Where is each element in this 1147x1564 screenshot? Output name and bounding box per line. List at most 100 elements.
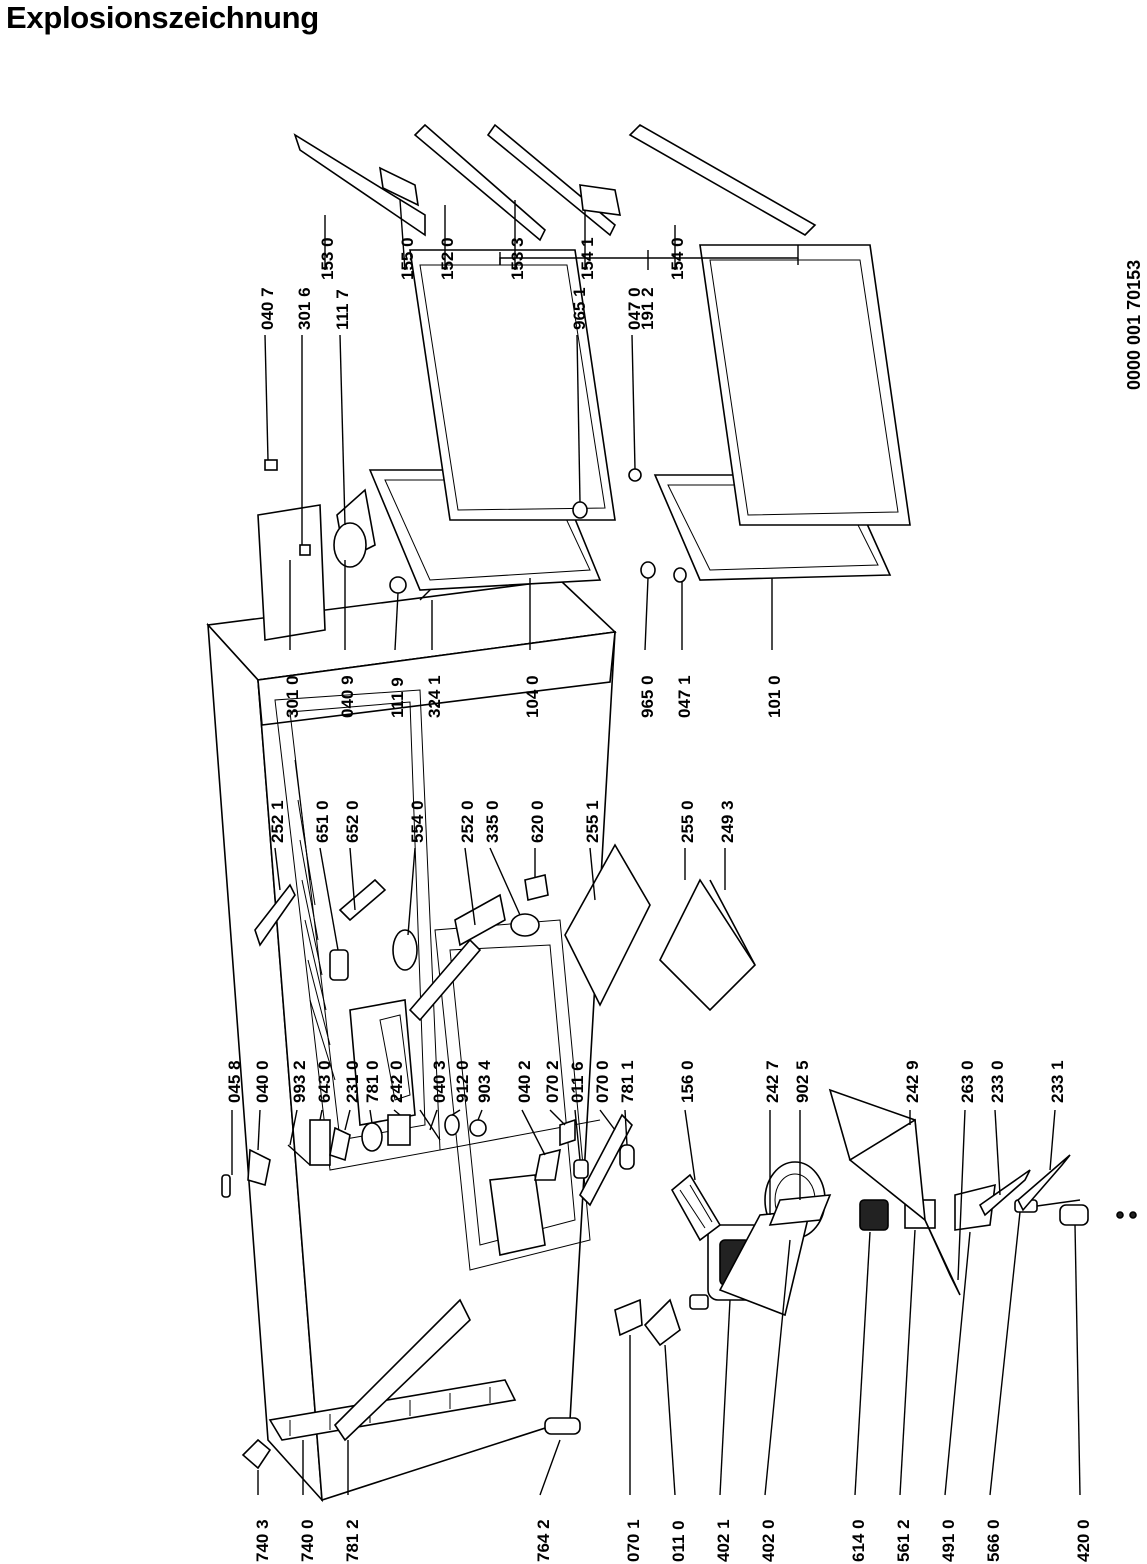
callout-9650: 965 0 — [638, 577, 657, 718]
callout-2330: 233 0 — [988, 1060, 1007, 1196]
callout-1550: 155 0 — [398, 199, 417, 280]
callout-label: 402 0 — [759, 1519, 778, 1562]
callout-9034: 903 4 — [475, 1060, 494, 1121]
leader-line — [764, 1239, 791, 1496]
callout-4200: 420 0 — [1074, 1224, 1093, 1562]
callout-label: 040 2 — [515, 1060, 534, 1103]
leader-line — [339, 334, 346, 526]
leader-line — [289, 1109, 298, 1146]
callout-1119: 111 9 — [388, 592, 407, 718]
callout-label: 111 7 — [333, 289, 352, 330]
callout-label: 301 0 — [283, 675, 302, 718]
callout-label: 040 7 — [258, 287, 277, 330]
leader-line — [393, 1109, 401, 1116]
callout-3016: 301 6 — [295, 287, 314, 545]
callout-4910: 491 0 — [939, 1231, 971, 1562]
callout-label: 420 0 — [1074, 1519, 1093, 1562]
callout-0701: 070 1 — [624, 1335, 643, 1562]
callout-label: 912 0 — [453, 1060, 472, 1103]
callout-label: 301 6 — [295, 287, 314, 330]
callout-7642: 764 2 — [534, 1439, 561, 1562]
callout-1912: 191 2 — [638, 250, 657, 330]
callout-9932: 993 2 — [289, 1060, 309, 1146]
leader-line — [899, 1229, 916, 1496]
leader-line — [574, 1109, 581, 1161]
callout-label: 965 0 — [638, 675, 657, 718]
callout-label: 740 3 — [253, 1519, 272, 1562]
callout-label: 153 3 — [508, 237, 527, 280]
callout-label: 781 0 — [363, 1060, 382, 1103]
callout-5540: 554 0 — [407, 800, 427, 936]
leader-line — [399, 199, 406, 271]
callout-label: 154 0 — [668, 237, 687, 280]
callout-label: 111 9 — [388, 677, 407, 718]
callout-label: 233 1 — [1048, 1060, 1067, 1103]
callout-0403: 040 3 — [429, 1060, 449, 1131]
callout-7400: 740 0 — [298, 1440, 317, 1562]
callout-6140: 614 0 — [849, 1231, 871, 1562]
leader-line — [589, 847, 596, 901]
callout-label: 764 2 — [534, 1519, 553, 1562]
callout-7811: 781 1 — [618, 1060, 637, 1146]
callout-label: 101 0 — [765, 675, 784, 718]
callout-label: 324 1 — [425, 675, 444, 718]
callout-7812: 781 2 — [343, 1440, 362, 1562]
leader-line — [394, 592, 399, 651]
leader-line — [664, 1344, 676, 1496]
callout-9120: 912 0 — [451, 1060, 472, 1116]
callout-2550: 255 0 — [678, 800, 697, 880]
callout-6520: 652 0 — [343, 800, 362, 911]
callout-2521: 252 1 — [268, 800, 287, 891]
callout-label: 740 0 — [298, 1519, 317, 1562]
callout-0409: 040 9 — [338, 560, 357, 718]
leader-line — [521, 1109, 546, 1156]
callout-label: 070 0 — [593, 1060, 612, 1103]
leader-line — [989, 1211, 1021, 1496]
callout-7403: 740 3 — [253, 1470, 272, 1562]
callout-label: 566 0 — [984, 1519, 1003, 1562]
leader-line — [854, 1231, 871, 1496]
leader-line — [257, 1109, 261, 1151]
leader-line — [994, 1109, 1001, 1196]
callout-label: 643 0 — [315, 1060, 334, 1103]
leader-line — [684, 1109, 696, 1181]
callout-label: 902 5 — [793, 1060, 812, 1103]
callout-label: 965 1 — [570, 287, 589, 330]
leader-line — [624, 1109, 628, 1146]
callout-label: 252 0 — [458, 800, 477, 843]
callout-3241: 324 1 — [425, 600, 444, 718]
callout-label: 104 0 — [523, 675, 542, 718]
callout-0700: 070 0 — [593, 1060, 616, 1131]
leader-line — [1074, 1224, 1081, 1496]
leader-line — [464, 847, 476, 926]
callout-label: 070 1 — [624, 1519, 643, 1562]
callout-label: 781 1 — [618, 1060, 637, 1103]
callout-label: 651 0 — [313, 800, 332, 843]
callout-label: 993 2 — [290, 1060, 309, 1103]
callout-6200: 620 0 — [528, 800, 547, 878]
callout-2429: 242 9 — [903, 1060, 922, 1125]
callout-1010: 101 0 — [765, 578, 784, 718]
callout-0702: 070 2 — [543, 1060, 566, 1126]
leader-line — [451, 1109, 461, 1116]
callout-9025: 902 5 — [793, 1060, 812, 1200]
callout-2520: 252 0 — [458, 800, 477, 926]
callout-label: 040 3 — [430, 1060, 449, 1103]
leader-line — [549, 1109, 566, 1126]
callout-label: 561 2 — [894, 1519, 913, 1562]
callout-2493: 249 3 — [718, 800, 737, 890]
callout-label: 231 0 — [343, 1060, 362, 1103]
middle-parts — [221, 1109, 722, 1242]
callout-6430: 643 0 — [315, 1060, 334, 1121]
leader-line — [319, 847, 339, 951]
callout-label: 335 0 — [483, 800, 502, 843]
callout-0116: 011 6 — [568, 1061, 587, 1161]
callout-label: 242 9 — [903, 1060, 922, 1103]
callout-0400: 040 0 — [253, 1060, 272, 1151]
callout-1540: 154 0 — [668, 225, 687, 280]
leader-line — [407, 847, 416, 936]
leader-line — [957, 1109, 966, 1281]
callout-2551: 255 1 — [583, 800, 602, 901]
